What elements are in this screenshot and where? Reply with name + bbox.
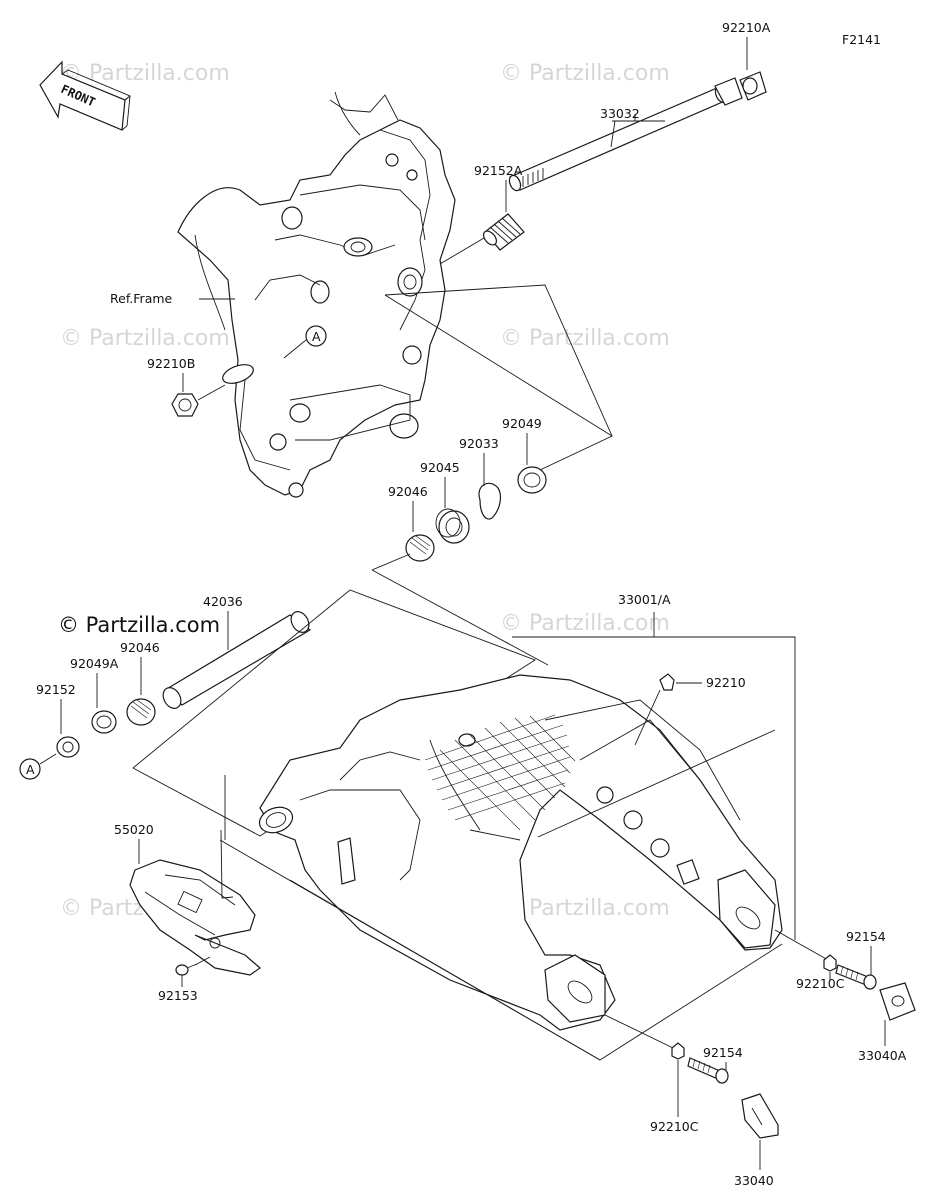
part-33001-swingarm [258, 674, 783, 1031]
copyright-text: © Partzilla.com [58, 613, 220, 637]
part-label-92210C-lower: 92210C [650, 1119, 699, 1134]
part-33040-adjuster [741, 1093, 779, 1139]
part-92210C-nut-right [823, 954, 837, 972]
part-92154-bolt-lower [687, 1057, 729, 1084]
part-92045-bearing [435, 508, 470, 544]
part-label-92210C-right: 92210C [796, 976, 845, 991]
part-92049-seal [517, 466, 547, 494]
part-92210-grease-nipple [659, 673, 675, 691]
part-label-55020: 55020 [114, 822, 154, 837]
part-label-92153: 92153 [158, 988, 198, 1003]
part-92046-lower-needle-bearing [126, 698, 156, 726]
marker-label: A [312, 329, 321, 344]
part-92210A-nut [739, 71, 767, 101]
part-label-92210A: 92210A [722, 20, 771, 35]
part-92049A-seal [91, 710, 117, 734]
frame-illustration [177, 91, 456, 498]
diagram-code: F2141 [842, 32, 881, 47]
part-33040A-adjuster [879, 982, 916, 1021]
part-label-92049: 92049 [502, 416, 542, 431]
watermark: © Partzilla.com [500, 611, 670, 636]
part-label-33001-A: 33001/A [618, 592, 671, 607]
part-42036-sleeve [162, 611, 312, 709]
part-92152-collar [56, 736, 80, 758]
part-92033-circlip [478, 482, 502, 520]
part-label-42036: 42036 [203, 594, 243, 609]
front-arrow: FRONT [39, 60, 131, 131]
part-label-33040A: 33040A [858, 1048, 907, 1063]
part-label-92154-right: 92154 [846, 929, 886, 944]
part-label-92046: 92046 [388, 484, 428, 499]
part-label-33040: 33040 [734, 1173, 774, 1188]
watermark: © Partzilla.com [500, 326, 670, 351]
part-33032-pivot-shaft [508, 77, 743, 192]
part-label-92152: 92152 [36, 682, 76, 697]
ref-frame-label: Ref.Frame [110, 291, 173, 306]
part-92210C-nut-lower [671, 1042, 685, 1060]
part-label-92154-lower: 92154 [703, 1045, 743, 1060]
part-55020-chain-guide [129, 859, 261, 976]
part-label-92210B: 92210B [147, 356, 195, 371]
watermark: © Partzilla.com [60, 61, 230, 86]
watermark: © Partzilla.com [500, 61, 670, 86]
watermark: © Partzilla.com [60, 326, 230, 351]
part-label-92152A: 92152A [474, 163, 523, 178]
part-label-92049A: 92049A [70, 656, 119, 671]
reference-marker-a-lower: A [19, 753, 57, 780]
part-92152A-collar [482, 213, 525, 251]
part-label-92045: 92045 [420, 460, 460, 475]
part-92153-screw [175, 963, 198, 976]
part-label-92033: 92033 [459, 436, 499, 451]
marker-label: A [26, 762, 35, 777]
part-label-92210: 92210 [706, 675, 746, 690]
reference-marker-a: A [283, 325, 327, 359]
part-92154-bolt-right [835, 964, 877, 990]
part-92046-needle-bearing [405, 534, 435, 562]
part-92210B-nut [171, 393, 199, 417]
part-label-33032: 33032 [600, 106, 640, 121]
part-label-92046-lower: 92046 [120, 640, 160, 655]
watermark: © Partzilla.com [500, 896, 670, 921]
